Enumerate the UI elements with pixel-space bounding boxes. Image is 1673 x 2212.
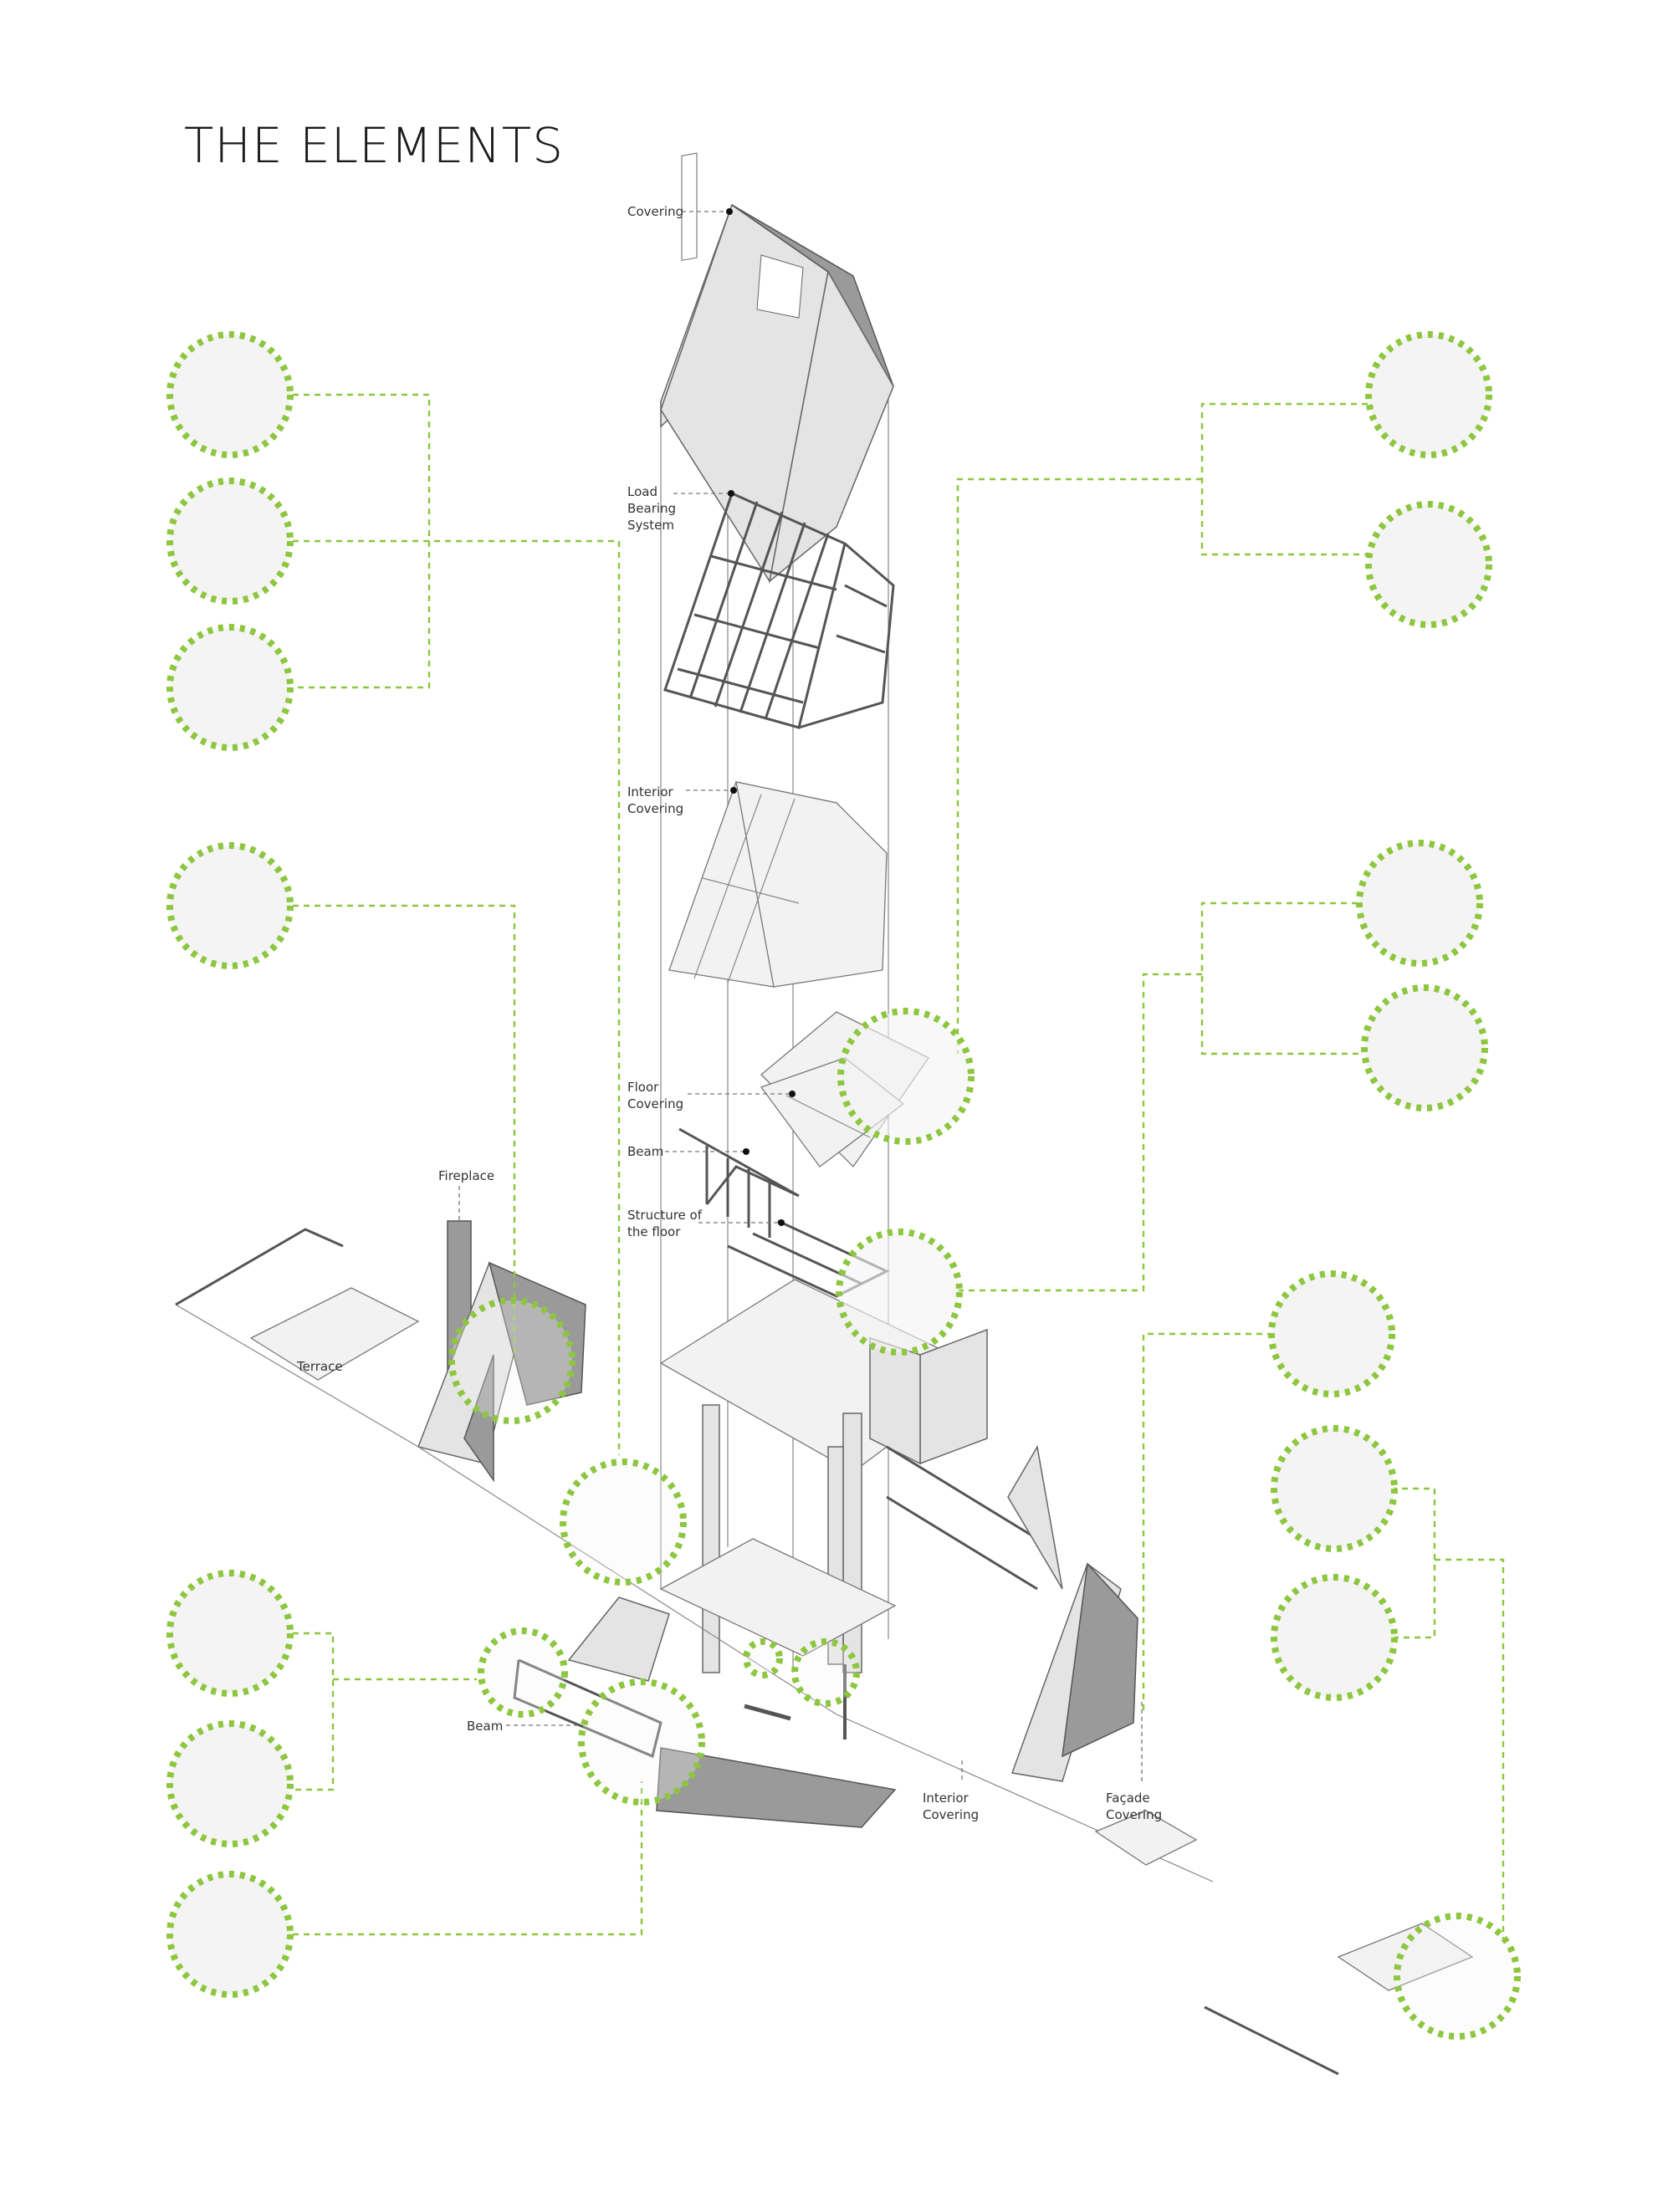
detail-circle-joist [560, 1458, 687, 1586]
detail-circle-column-joint-1 [166, 331, 294, 458]
component-labels: Covering Load Bearing System Interior Co… [296, 204, 1162, 1822]
detail-circle-bench [836, 1229, 963, 1356]
detail-circle-column-small [743, 1638, 783, 1678]
label-load-bearing-line3: System [627, 518, 674, 533]
detail-circle-beam-end [478, 1627, 568, 1718]
detail-circle-roof-1 [1365, 331, 1492, 458]
detail-circle-bed [837, 1008, 975, 1145]
load-bearing-frame [663, 492, 895, 729]
label-interior-covering-bottom-line1: Interior [923, 1791, 970, 1806]
right-wing [836, 1444, 1474, 2076]
detail-circle-facade-2 [1271, 1425, 1398, 1552]
floor-structure [678, 1127, 890, 1298]
detail-circles [166, 331, 1521, 2040]
label-covering: Covering [627, 204, 683, 219]
label-beam-top: Beam [627, 1144, 663, 1159]
detail-circle-fireplace [448, 1297, 576, 1424]
detail-circle-furniture-1 [1356, 840, 1483, 967]
label-structure-floor-line2: the floor [627, 1224, 681, 1239]
main-platform [659, 1279, 1038, 1673]
page-title: THE ELEMENTS [184, 117, 565, 174]
detail-circle-terrace-end [1394, 1913, 1521, 2040]
detail-circle-beam-mid [578, 1678, 705, 1806]
bottom-module [513, 1596, 897, 1828]
roof-covering [660, 152, 894, 584]
label-interior-covering-top-line1: Interior [627, 784, 674, 799]
detail-circle-column-joint-2 [166, 478, 294, 605]
detail-circle-wall [166, 842, 294, 969]
detail-circle-beam-3 [166, 1871, 294, 1998]
label-fireplace: Fireplace [438, 1168, 494, 1183]
label-interior-covering-top-line2: Covering [627, 801, 683, 816]
label-floor-covering-line1: Floor [627, 1080, 659, 1095]
detail-circle-facade-3 [1271, 1574, 1398, 1701]
detail-connectors [293, 393, 1506, 1942]
label-load-bearing-line2: Bearing [627, 501, 676, 516]
label-interior-covering-bottom-line2: Covering [923, 1807, 979, 1822]
label-structure-floor-line1: Structure of [627, 1208, 703, 1223]
label-terrace: Terrace [296, 1359, 343, 1374]
label-floor-covering-line2: Covering [627, 1096, 683, 1111]
detail-circle-furniture-2 [1361, 984, 1488, 1111]
detail-circle-beam-1 [166, 1570, 294, 1697]
label-load-bearing-line1: Load [627, 484, 657, 499]
detail-circle-column-base [791, 1638, 860, 1707]
label-facade-covering-line2: Covering [1106, 1807, 1162, 1822]
label-beam-bottom: Beam [467, 1719, 503, 1734]
detail-circle-column-joint-3 [166, 624, 294, 751]
interior-covering [668, 781, 888, 988]
leader-lines [458, 208, 1143, 1781]
label-facade-covering-line1: Façade [1106, 1791, 1150, 1806]
detail-circle-roof-2 [1365, 501, 1492, 628]
detail-circle-beam-2 [166, 1720, 294, 1847]
detail-circle-facade-1 [1268, 1270, 1395, 1397]
